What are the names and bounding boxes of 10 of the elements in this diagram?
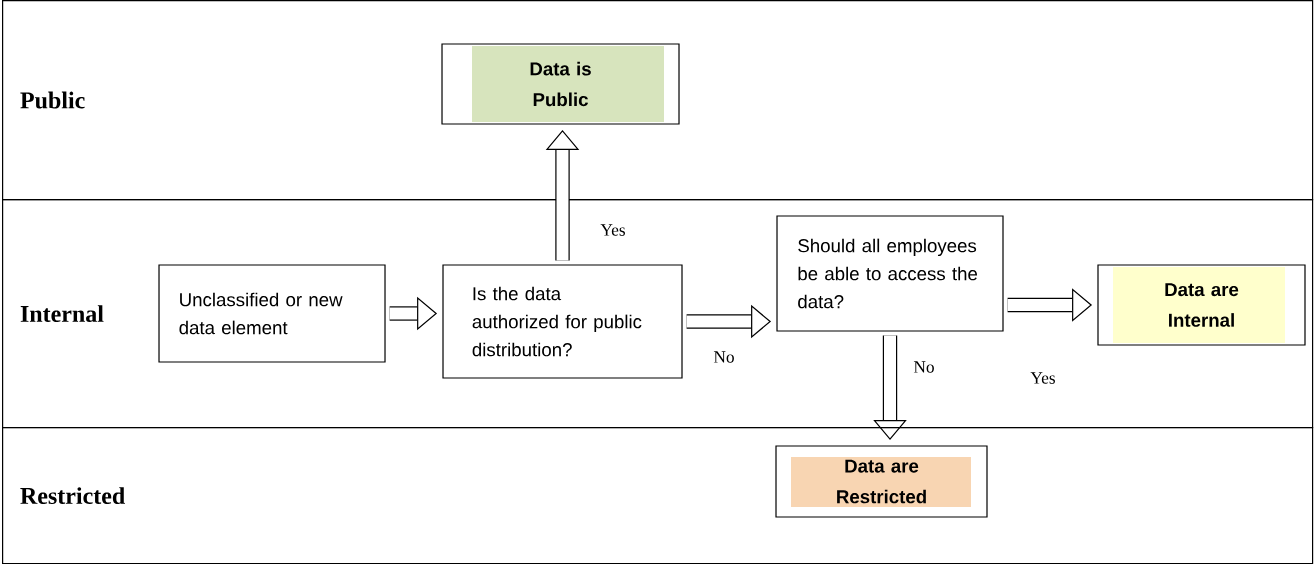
question-box: Is the data authorized for public distribution? — [442, 264, 683, 379]
process-box: Unclassified or new data element — [158, 264, 386, 363]
result-box: Data are Restricted — [775, 445, 988, 518]
result-box: Data are Internal — [1097, 264, 1306, 346]
edge-label: Yes — [1030, 372, 1055, 384]
question-box: Should all employees be able to access the data? — [776, 215, 1004, 332]
edge-label: No — [913, 361, 934, 373]
edge-label: Yes — [600, 224, 625, 236]
edge-label: No — [713, 351, 734, 363]
result-box: Data is Public — [441, 43, 680, 125]
